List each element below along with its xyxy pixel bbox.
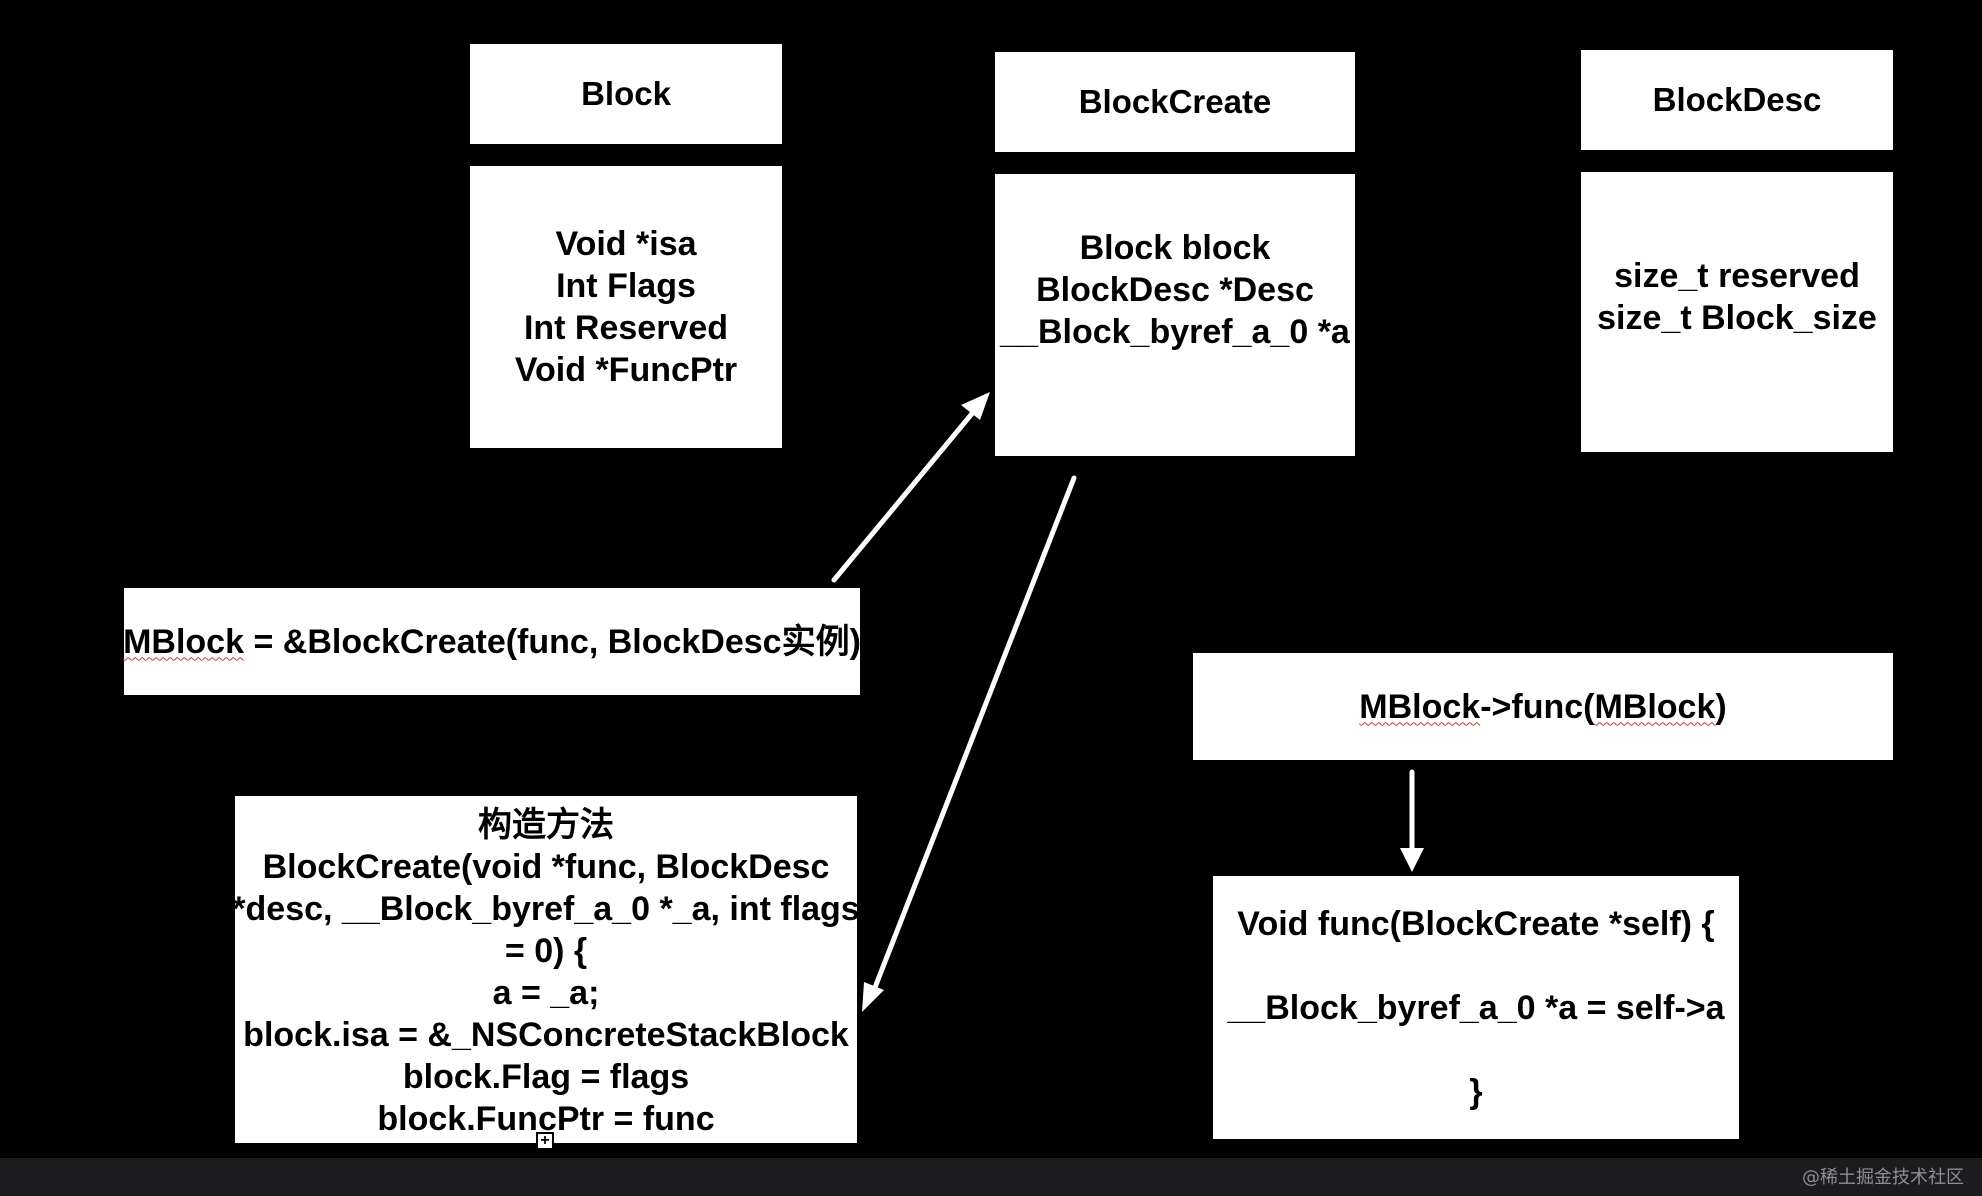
func-def-line: } bbox=[1469, 1072, 1483, 1111]
block-fields: Void *isa Int Flags Int Reserved Void *F… bbox=[515, 223, 737, 391]
mblock-assign-text: MBlock = &BlockCreate(func, BlockDesc实例) bbox=[123, 621, 861, 663]
mblock-call-text: MBlock->func(MBlock) bbox=[1359, 686, 1726, 728]
blockcreate-title-box: BlockCreate bbox=[995, 52, 1355, 152]
constructor-line: a = _a; bbox=[492, 974, 600, 1012]
mblock-call-middle: ->func( bbox=[1480, 687, 1595, 726]
func-def-code: Void func(BlockCreate *self) { __Block_b… bbox=[1227, 903, 1724, 1113]
arrow-blockcreate-to-constructor-head bbox=[862, 982, 884, 1012]
block-fields-box: Void *isa Int Flags Int Reserved Void *F… bbox=[470, 166, 782, 448]
block-field-reserved: Int Reserved bbox=[523, 309, 729, 347]
watermark: @稀土掘金技术社区 bbox=[1802, 1167, 1964, 1188]
mblock-call-right: MBlock bbox=[1594, 687, 1716, 726]
blockcreate-field-block: Block block bbox=[1079, 229, 1271, 267]
blockcreate-fields: Block block BlockDesc *Desc __Block_byre… bbox=[1000, 227, 1350, 353]
blockdesc-fields-box: size_t reserved size_t Block_size bbox=[1581, 172, 1893, 452]
block-title-box: Block bbox=[470, 44, 782, 144]
constructor-box: 构造方法 BlockCreate(void *func, BlockDesc *… bbox=[232, 796, 860, 1143]
mblock-assign-box: MBlock = &BlockCreate(func, BlockDesc实例) bbox=[123, 588, 861, 695]
func-def-line: Void func(BlockCreate *self) { bbox=[1237, 904, 1715, 943]
block-field-flags: Int Flags bbox=[556, 267, 696, 305]
arrow-assign-to-blockcreate-head bbox=[961, 392, 990, 420]
constructor-line: block.FuncPtr = func bbox=[377, 1100, 715, 1138]
mblock-call-box: MBlock->func(MBlock) bbox=[1193, 653, 1893, 760]
blockdesc-field-size: size_t Block_size bbox=[1597, 299, 1877, 337]
blockdesc-field-reserved: size_t reserved bbox=[1614, 257, 1860, 295]
blockcreate-field-byref: __Block_byref_a_0 *a bbox=[1000, 313, 1350, 351]
constructor-line: = 0) { bbox=[504, 932, 588, 970]
constructor-line: BlockCreate(void *func, BlockDesc bbox=[262, 848, 830, 886]
func-def-box: Void func(BlockCreate *self) { __Block_b… bbox=[1213, 876, 1739, 1139]
block-field-funcptr: Void *FuncPtr bbox=[514, 351, 738, 389]
constructor-code: 构造方法 BlockCreate(void *func, BlockDesc *… bbox=[232, 804, 859, 1140]
blockcreate-field-desc: BlockDesc *Desc bbox=[1036, 271, 1314, 309]
constructor-line: block.Flag = flags bbox=[402, 1058, 690, 1096]
bottom-bar bbox=[0, 1158, 1982, 1196]
arrow-assign-to-blockcreate bbox=[831, 407, 978, 583]
func-def-line: __Block_byref_a_0 *a = self->a bbox=[1227, 988, 1725, 1027]
blockdesc-title: BlockDesc bbox=[1652, 81, 1822, 118]
mblock-call-left: MBlock bbox=[1359, 687, 1481, 726]
constructor-heading: 构造方法 bbox=[478, 806, 614, 844]
arrow-call-to-funcdef-head bbox=[1400, 848, 1424, 872]
mblock-assign-rest: = &BlockCreate(func, BlockDesc实例) bbox=[244, 622, 861, 661]
blockdesc-title-box: BlockDesc bbox=[1581, 50, 1893, 150]
blockcreate-fields-box: Block block BlockDesc *Desc __Block_byre… bbox=[995, 174, 1355, 456]
mblock-assign-prefix: MBlock bbox=[123, 622, 245, 661]
blockcreate-title: BlockCreate bbox=[1078, 83, 1272, 120]
block-field-isa: Void *isa bbox=[555, 225, 697, 263]
block-title: Block bbox=[581, 75, 671, 112]
constructor-line: block.isa = &_NSConcreteStackBlock bbox=[243, 1016, 849, 1054]
cursor-plus-icon: + bbox=[536, 1132, 554, 1150]
blockdesc-fields: size_t reserved size_t Block_size bbox=[1597, 255, 1877, 339]
constructor-line: *desc, __Block_byref_a_0 *_a, int flags bbox=[232, 890, 860, 928]
mblock-call-end: ) bbox=[1715, 687, 1727, 726]
arrow-blockcreate-to-constructor bbox=[871, 475, 1077, 993]
